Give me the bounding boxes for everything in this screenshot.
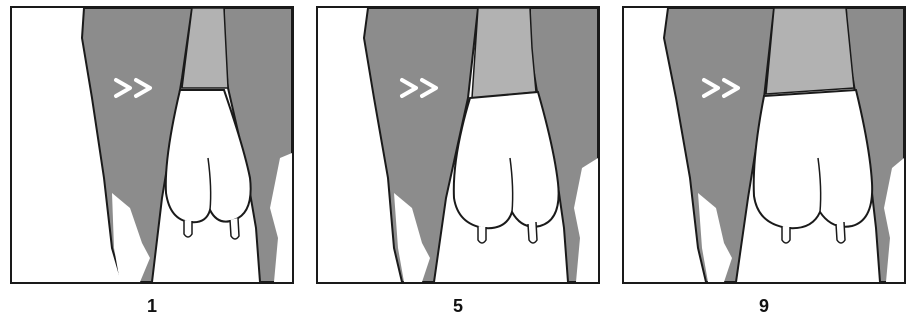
teat-left (478, 226, 486, 243)
udder-diagram-panel-1 (10, 6, 294, 284)
udder-illustration-9 (624, 8, 904, 282)
teat-left (184, 220, 192, 237)
teat-left (782, 226, 790, 243)
score-label-9: 9 (622, 295, 906, 317)
udder (754, 90, 872, 228)
udder-illustration-1 (12, 8, 292, 282)
teat-right (528, 222, 537, 243)
teat-right (836, 222, 845, 243)
udder (454, 92, 559, 228)
udder-diagram-panel-5 (316, 6, 600, 284)
udder-illustration-5 (318, 8, 598, 282)
score-label-5: 5 (316, 295, 600, 317)
udder-diagram-panel-9 (622, 6, 906, 284)
teat-right (230, 218, 239, 239)
score-label-1: 1 (10, 295, 294, 317)
rear-udder-attachment (472, 8, 536, 98)
rear-udder-attachment (766, 8, 854, 94)
